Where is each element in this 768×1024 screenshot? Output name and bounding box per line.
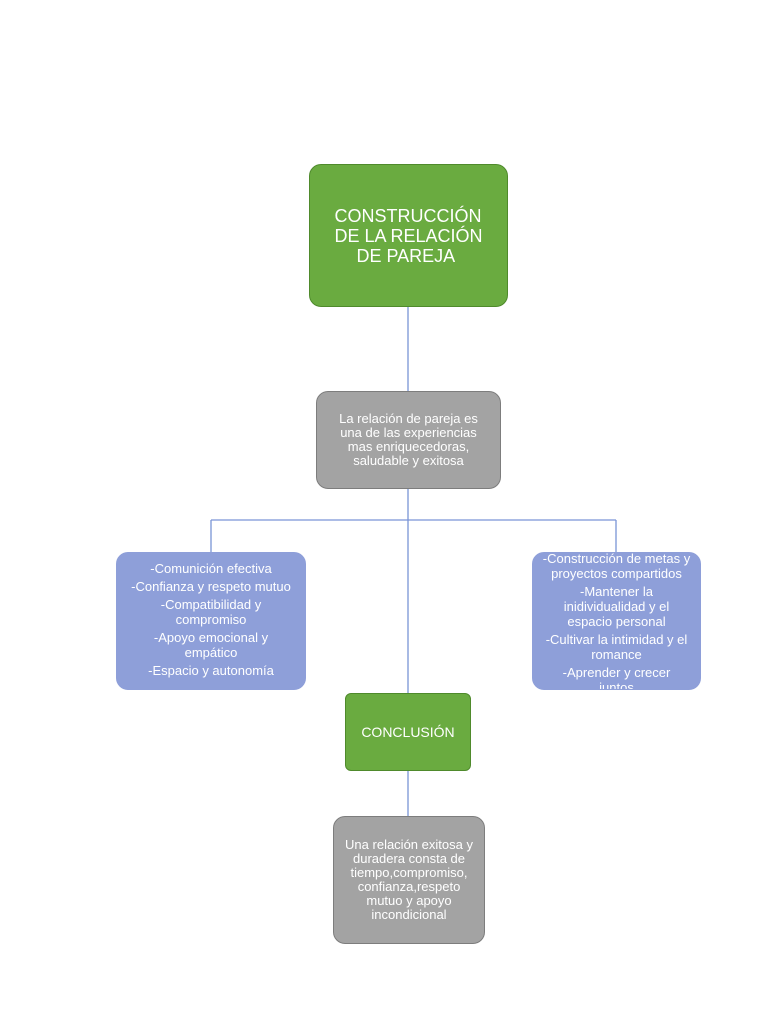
title-box: CONSTRUCCIÓN DE LA RELACIÓN DE PAREJA (309, 164, 508, 307)
left-list: -Comunición efectiva -Confianza y respet… (123, 561, 299, 681)
list-item: -Cultivar la intimidad y el romance (545, 632, 688, 662)
list-item: -Confianza y respeto mutuo (131, 579, 291, 594)
list-item: -Espacio y autonomía (148, 663, 274, 678)
right-list: -Construcción de metas y proyectos compa… (537, 552, 696, 690)
list-item: -Compatibilidad y compromiso (160, 597, 262, 627)
conclusion-text-box: Una relación exitosa y duradera consta d… (333, 816, 485, 944)
intro-box: La relación de pareja es una de las expe… (316, 391, 501, 489)
list-item: -Mantener la inidividualidad y el espaci… (563, 584, 670, 629)
conclusion-text: Una relación exitosa y duradera consta d… (345, 837, 473, 922)
intro-text: La relación de pareja es una de las expe… (339, 411, 478, 468)
list-item: -Comunición efectiva (150, 561, 272, 576)
conclusion-box: CONCLUSIÓN (345, 693, 471, 771)
list-item: -Aprender y crecer juntos (562, 665, 671, 690)
title-line: DE PAREJA (356, 245, 456, 266)
conclusion-label: CONCLUSIÓN (361, 724, 455, 740)
title-line: DE LA RELACIÓN (334, 225, 483, 246)
right-list-box: -Construcción de metas y proyectos compa… (532, 552, 701, 690)
title-line: CONSTRUCCIÓN (334, 205, 482, 226)
left-list-box: -Comunición efectiva -Confianza y respet… (116, 552, 306, 690)
title-text: CONSTRUCCIÓN DE LA RELACIÓN DE PAREJA (334, 206, 482, 266)
list-item: -Construcción de metas y proyectos compa… (542, 552, 691, 581)
list-item: -Apoyo emocional y empático (153, 630, 269, 660)
